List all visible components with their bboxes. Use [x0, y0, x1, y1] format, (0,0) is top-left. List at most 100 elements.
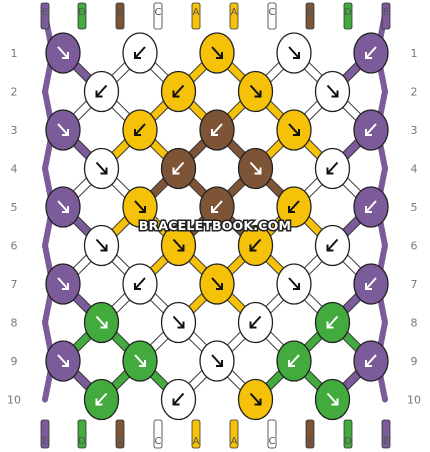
- knot-arrow-icon: [326, 315, 339, 329]
- knot: [83, 224, 120, 267]
- row-number-left: 5: [11, 201, 18, 214]
- knot-arrowhead-icon: [134, 283, 141, 290]
- knot-arrow-icon: [95, 238, 108, 252]
- knot-arrowhead-icon: [216, 52, 223, 59]
- knot-arrow-icon: [134, 200, 146, 213]
- knot-arrow-icon: [95, 161, 108, 175]
- strand-stub-top: [153, 2, 163, 30]
- knot: [45, 340, 81, 382]
- knot-arrowhead-icon: [172, 90, 180, 98]
- strand-label-bottom: B: [117, 436, 124, 447]
- knot-arrowhead-icon: [95, 398, 103, 406]
- knot-arrow-icon: [134, 123, 146, 136]
- knot: [237, 224, 274, 267]
- row-number-right: 4: [411, 163, 418, 176]
- knot-arrowhead-icon: [177, 244, 185, 252]
- knot-arrowhead-icon: [365, 360, 372, 367]
- knot: [276, 32, 312, 74]
- knot-arrowhead-icon: [254, 90, 262, 98]
- knot-arrow-icon: [365, 123, 377, 136]
- strand-stub-bottom: [153, 419, 163, 449]
- strand-label-bottom: E: [383, 436, 389, 447]
- strand-label-top: C: [269, 7, 276, 18]
- row-number-right: 8: [411, 317, 418, 330]
- knot-arrowhead-icon: [95, 90, 103, 98]
- knot: [160, 70, 197, 113]
- knot: [353, 340, 389, 382]
- knot-arrowhead-icon: [326, 167, 334, 175]
- knot: [353, 32, 389, 74]
- knot-arrow-icon: [288, 354, 300, 367]
- knot-arrow-icon: [249, 161, 262, 175]
- strand-label-top: E: [383, 7, 389, 18]
- knot-arrowhead-icon: [249, 244, 257, 252]
- strand-label-bottom: A: [193, 436, 200, 447]
- knot: [122, 186, 158, 228]
- knot-arrowhead-icon: [62, 283, 69, 290]
- knot-arrow-icon: [211, 123, 223, 136]
- row-number-left: 2: [11, 86, 18, 99]
- knot-arrowhead-icon: [172, 398, 180, 406]
- knot-arrow-icon: [326, 84, 339, 98]
- knot: [122, 340, 158, 382]
- knot: [199, 186, 235, 228]
- knot-arrow-icon: [134, 354, 146, 367]
- strand-stub-top: [40, 2, 50, 30]
- knot-arrow-icon: [211, 354, 223, 367]
- knot: [199, 109, 235, 151]
- strand-label-bottom: E: [42, 436, 48, 447]
- row-number-right: 2: [411, 86, 418, 99]
- knot: [122, 109, 158, 151]
- knot-arrow-icon: [57, 354, 69, 367]
- strand-stub-top: [305, 2, 315, 30]
- knot: [353, 109, 389, 151]
- knot-arrow-icon: [249, 392, 262, 406]
- knot: [237, 70, 274, 113]
- knot: [45, 32, 81, 74]
- knot-arrowhead-icon: [254, 167, 262, 175]
- knot-arrowhead-icon: [62, 129, 69, 136]
- knot-arrowhead-icon: [211, 129, 218, 136]
- row-number-left: 9: [11, 355, 18, 368]
- knot-arrowhead-icon: [293, 283, 300, 290]
- strand-label-bottom: C: [269, 436, 276, 447]
- knot: [160, 147, 197, 190]
- strand-label-top: E: [42, 7, 48, 18]
- knot-arrowhead-icon: [288, 360, 295, 367]
- row-number-left: 8: [11, 317, 18, 330]
- row-number-right: 3: [411, 124, 418, 137]
- knot: [314, 224, 351, 267]
- knot-arrowhead-icon: [365, 52, 372, 59]
- strand-stub-top: [229, 2, 239, 30]
- knot: [199, 32, 235, 74]
- knot-arrow-icon: [211, 200, 223, 213]
- knot-arrowhead-icon: [365, 129, 372, 136]
- strand-label-bottom: A: [231, 436, 238, 447]
- knot-arrow-icon: [249, 315, 262, 329]
- strand-stub-bottom: [381, 419, 391, 449]
- knot: [237, 378, 274, 421]
- knot-arrow-icon: [57, 46, 69, 59]
- strand-label-top: C: [155, 7, 162, 18]
- row-number-left: 6: [11, 240, 18, 253]
- knot-arrowhead-icon: [293, 129, 300, 136]
- knot-arrowhead-icon: [134, 129, 141, 136]
- knot-arrowhead-icon: [139, 360, 146, 367]
- knot-arrow-icon: [57, 200, 69, 213]
- knot-arrowhead-icon: [331, 398, 339, 406]
- knot-arrow-icon: [288, 277, 300, 290]
- row-number-right: 5: [411, 201, 418, 214]
- strand-stub-top: [191, 2, 201, 30]
- knot-arrow-icon: [288, 200, 300, 213]
- strand-label-top: D: [78, 7, 86, 18]
- strand-stub-bottom: [229, 419, 239, 449]
- knot: [45, 186, 81, 228]
- knot-arrow-icon: [365, 46, 377, 59]
- knot: [314, 378, 351, 421]
- strand-stub-top: [77, 2, 87, 30]
- knot-arrowhead-icon: [62, 360, 69, 367]
- knot-arrowhead-icon: [216, 283, 223, 290]
- knot-arrow-icon: [326, 238, 339, 252]
- knot-arrowhead-icon: [177, 321, 185, 329]
